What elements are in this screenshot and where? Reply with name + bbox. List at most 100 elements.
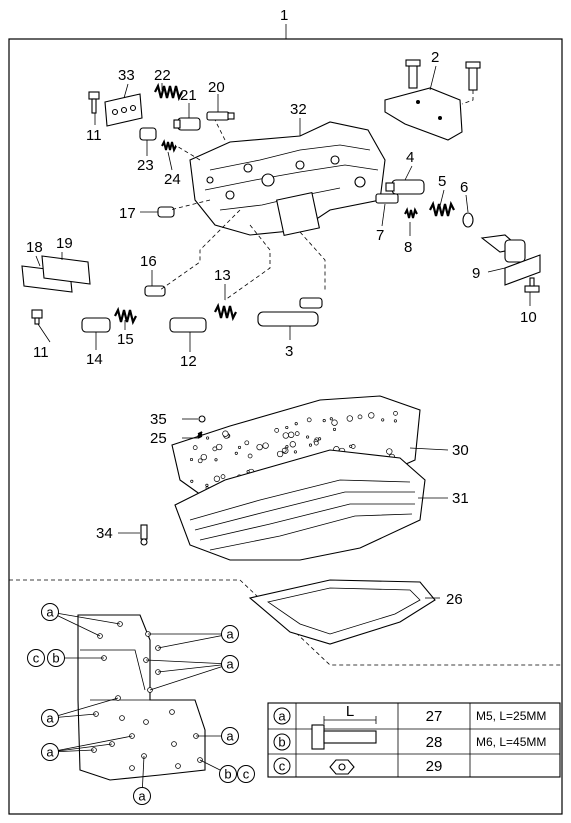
screw-10 <box>524 277 540 293</box>
callout-6: 6 <box>460 179 468 196</box>
spring-13 <box>214 302 237 322</box>
table-bolt-spec: M5, L=25MM <box>476 709 546 723</box>
bolt-marker-a: a <box>41 709 59 727</box>
plate-hole <box>294 422 298 426</box>
plate-hole <box>329 417 333 421</box>
plate-hole <box>276 450 284 458</box>
bolt-hole <box>129 765 135 771</box>
bolt-leader-line <box>49 697 119 719</box>
plate-hole <box>285 425 289 430</box>
callout-16: 16 <box>140 253 157 270</box>
callout-2: 2 <box>431 49 439 66</box>
plug-17 <box>157 206 175 218</box>
table-marker-c: c <box>273 757 291 775</box>
bolt-marker-b: b <box>47 649 65 667</box>
spring-25 <box>197 431 203 439</box>
plate-hole <box>285 445 289 449</box>
plate-hole <box>288 431 295 438</box>
bolt-hole <box>175 763 181 769</box>
plate-hole <box>313 440 319 446</box>
bolt-hole <box>143 719 149 725</box>
plate-hole <box>308 443 313 447</box>
plate-19 <box>41 255 91 285</box>
valve-23 <box>139 127 157 141</box>
upper-valve-body <box>189 121 386 237</box>
spring-22 <box>154 82 183 102</box>
plate-hole <box>322 419 326 423</box>
detent-bracket <box>384 59 481 141</box>
plate-hole <box>381 418 385 422</box>
plate-hole <box>357 414 363 420</box>
nut-diagram <box>329 759 355 775</box>
callout-23: 23 <box>137 157 154 174</box>
bolt-location-view <box>49 611 231 797</box>
plate-hole <box>332 427 337 431</box>
bolt-marker-a: a <box>133 787 151 805</box>
plate-hole <box>197 458 203 464</box>
plate-hole <box>294 431 300 436</box>
valve-21 <box>173 117 201 131</box>
svg-text:b: b <box>278 735 285 750</box>
plate-hole <box>274 428 280 433</box>
bolt-leader-line <box>49 743 113 753</box>
callout-21: 21 <box>180 87 197 104</box>
plate-hole <box>393 411 398 416</box>
plate-hole <box>393 419 397 423</box>
plate-hole <box>256 443 263 451</box>
table-part-number: 29 <box>426 758 443 775</box>
callout-30: 30 <box>452 442 469 459</box>
bolt-hole <box>119 715 125 721</box>
plate-hole <box>246 470 250 474</box>
callout-32: 32 <box>290 101 307 118</box>
bolt-marker-c: c <box>27 649 45 667</box>
bolt-leader-line <box>49 611 121 625</box>
callout-11-top: 11 <box>86 127 102 144</box>
bolt-leader-line <box>49 735 133 753</box>
plate-hole <box>190 479 194 483</box>
callout-26: 26 <box>446 591 463 608</box>
spring-8 <box>404 207 418 219</box>
spring-15 <box>114 306 137 326</box>
valve-14 <box>81 317 111 333</box>
plate-hole <box>189 457 194 462</box>
plate-hole <box>289 441 296 448</box>
table-part-number: 28 <box>426 734 443 751</box>
table-bolt-spec: M6, L=45MM <box>476 735 546 749</box>
callout-34: 34 <box>96 525 113 542</box>
washer-6 <box>462 212 474 228</box>
callout-15: 15 <box>117 331 134 348</box>
bolt-leader-line <box>149 663 231 691</box>
bolt-hole <box>169 709 175 715</box>
plate-hole <box>247 453 253 459</box>
plate-hole <box>213 475 221 482</box>
bolt-marker-a: a <box>41 603 59 621</box>
callout-5: 5 <box>438 173 446 190</box>
callout-18: 18 <box>26 239 43 256</box>
table-marker-b: b <box>273 733 291 751</box>
plate-hole <box>386 448 393 455</box>
valve-3 <box>257 297 323 327</box>
plate-hole <box>206 436 210 440</box>
callout-8: 8 <box>404 239 412 256</box>
bolt-marker-letter: a <box>46 711 54 726</box>
callout-33: 33 <box>118 67 135 84</box>
bolt-leader-line <box>157 633 231 649</box>
oil-filter <box>248 579 436 645</box>
callout-3: 3 <box>285 343 293 360</box>
plate-hole <box>222 430 229 437</box>
bolt-marker-b: b <box>219 765 237 783</box>
section-divider <box>9 579 562 666</box>
svg-text:c: c <box>279 759 286 774</box>
callout-24: 24 <box>164 171 181 188</box>
plate-hole <box>318 437 322 441</box>
plate-hole <box>293 450 297 454</box>
bolt-marker-letter: c <box>243 767 250 782</box>
plate-hole <box>331 419 338 426</box>
callout-31: 31 <box>452 490 469 507</box>
bolt-marker-a: a <box>41 743 59 761</box>
length-label: L <box>346 703 354 720</box>
callout-12: 12 <box>180 353 197 370</box>
spring-24 <box>161 139 177 153</box>
